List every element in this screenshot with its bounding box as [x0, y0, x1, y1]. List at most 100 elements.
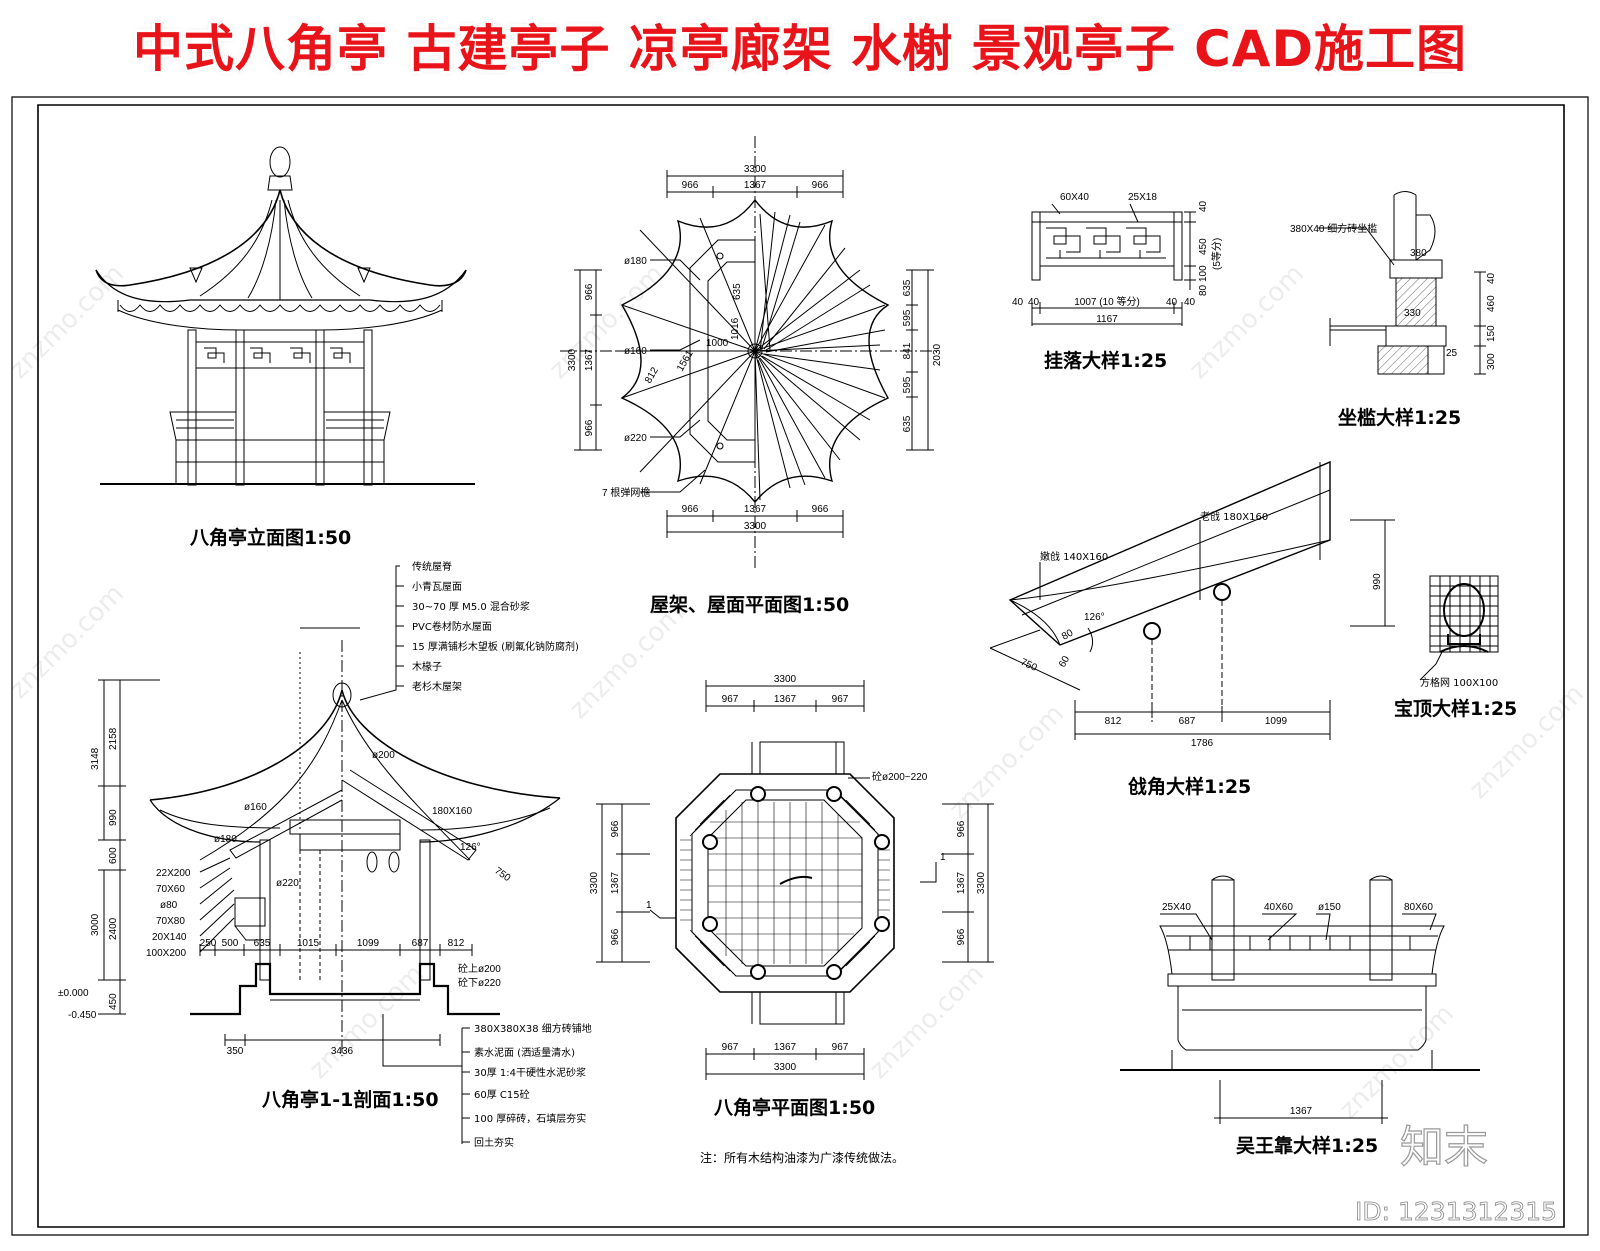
callout-text: ø160	[244, 802, 267, 813]
dim-text: 687	[1179, 716, 1196, 727]
drawing-frame	[38, 105, 1564, 1227]
dim-text: 60	[1057, 654, 1072, 670]
layer-text: PVC卷材防水屋面	[412, 620, 492, 633]
watermark-text: znzmo.com	[1334, 999, 1460, 1125]
callout-text: ø150	[1318, 902, 1341, 913]
dim-text: 300	[1486, 353, 1497, 370]
dim-text: 80	[1198, 284, 1209, 296]
member-label: 70X80	[156, 916, 185, 927]
layer-text: 传统屋脊	[412, 560, 452, 573]
dim-text: 635	[254, 938, 271, 949]
layer-text: 回土夯实	[474, 1136, 514, 1149]
watermark-text: znzmo.com	[864, 959, 990, 1085]
dim-text: 2158	[108, 727, 119, 750]
dim-text: 1367	[744, 504, 767, 515]
dim-text: 1367	[956, 871, 967, 894]
dim-text: 967	[722, 1042, 739, 1053]
watermark-group: znzmo.com znzmo.com znzmo.com znzmo.com …	[4, 259, 1590, 1125]
corner-title: 戗角大样1:25	[1128, 775, 1251, 798]
dim-text: 460	[1486, 295, 1497, 312]
dim-text: 595	[902, 376, 913, 393]
hanging-rail-drawing	[1032, 204, 1196, 326]
member-label: 20X140	[152, 932, 187, 943]
dim-text: (5等分)	[1210, 238, 1223, 270]
dim-text: 966	[812, 180, 829, 191]
section-mark: 1	[646, 900, 652, 911]
dim-text: 990	[1372, 573, 1383, 590]
dim-text: 966	[584, 419, 595, 436]
dim-text: 3300	[976, 871, 987, 894]
dim-text: 100	[1198, 265, 1209, 282]
elevation-title: 八角亭立面图1:50	[190, 526, 351, 549]
callout-text: 砼ø200~220	[872, 770, 928, 783]
callout-text: 750	[492, 865, 512, 884]
dim-text: 687	[412, 938, 429, 949]
member-label: ø80	[160, 900, 178, 911]
hanging-rail-title: 挂落大样1:25	[1044, 349, 1167, 372]
dim-text: 40	[1012, 297, 1024, 308]
dim-text: 450	[108, 993, 119, 1010]
banner-title: 中式八角亭 古建亭子 凉亭廊架 水榭 景观亭子 CAD施工图	[133, 20, 1467, 78]
corner-dims: 老戗 180X160 嫩戗 140X160 126° 80 60 750 812…	[1019, 510, 1383, 749]
dim-text: 350	[227, 1046, 244, 1057]
plan-drawing	[596, 680, 994, 1080]
dim-text: 3300	[744, 164, 767, 175]
plan-dims: 3300 967 1367 967 967 1367 967 3300 3300…	[589, 674, 987, 1073]
railing-dims: 25X40 40X60 ø150 80X60 1367	[1162, 902, 1433, 1117]
dim-text: 635	[902, 415, 913, 432]
dim-text: 1367	[1290, 1106, 1313, 1117]
roof-plan-drawing	[560, 136, 940, 570]
callout-text: 1016	[730, 317, 741, 340]
dim-text: 966	[956, 928, 967, 945]
dim-text: 600	[108, 847, 119, 864]
layer-text: 100 厚碎砖，石填层夯实	[474, 1112, 586, 1125]
callout-text: 嫩戗 140X160	[1040, 550, 1108, 563]
dim-text: 1007 (10 等分)	[1074, 295, 1140, 308]
layer-text: 30~70 厚 M5.0 混合砂浆	[412, 600, 530, 613]
watermark-text: znzmo.com	[4, 579, 130, 705]
brand-watermark: 知末	[1400, 1122, 1488, 1173]
dim-text: 812	[1105, 716, 1122, 727]
callout-text: 812	[643, 365, 661, 385]
dim-text: 966	[610, 928, 621, 945]
dim-text: 40	[1028, 297, 1040, 308]
callout-text: 砼上ø200	[458, 962, 501, 975]
layer-text: 老杉木屋架	[412, 680, 462, 693]
layer-text: 380X380X38 细方砖铺地	[474, 1022, 592, 1035]
dim-text: 330	[1404, 308, 1421, 319]
callout-text: ø180	[624, 256, 647, 267]
member-label: 70X60	[156, 884, 185, 895]
dim-text: 380	[1410, 248, 1427, 259]
dim-text: 1367	[584, 348, 595, 371]
plan-title: 八角亭平面图1:50	[714, 1096, 875, 1119]
callout-text: 380X40 细方砖坐槛	[1290, 222, 1377, 235]
dim-text: 966	[584, 283, 595, 300]
member-label: 22X200	[156, 868, 191, 879]
dim-text: 595	[902, 309, 913, 326]
dim-text: 1367	[774, 1042, 797, 1053]
dim-text: 80	[1060, 627, 1076, 642]
dim-text: 1099	[1265, 716, 1288, 727]
callout-text: 40X60	[1264, 902, 1293, 913]
finial-drawing	[1420, 576, 1498, 680]
dim-text: 150	[1486, 325, 1497, 342]
callout-text: 635	[732, 283, 743, 300]
watermark-text: znzmo.com	[944, 699, 1070, 825]
roof-plan-title: 屋架、屋面平面图1:50	[650, 594, 849, 616]
layer-text: 30厚 1:4干硬性水泥砂浆	[474, 1066, 586, 1079]
callout-text: ø180	[214, 834, 237, 845]
dim-text: 1167	[1096, 314, 1118, 325]
dim-text: 3000	[90, 913, 101, 936]
dim-text: 25X18	[1128, 192, 1157, 203]
dim-text: 126°	[1084, 612, 1105, 623]
drawing-note: 注：所有木结构油漆为广漆传统做法。	[700, 1150, 904, 1165]
dim-text: 1099	[357, 938, 380, 949]
watermark-text: znzmo.com	[564, 599, 690, 725]
finial-callout: 方格网 100X100	[1420, 676, 1498, 689]
dim-text: 250	[200, 938, 217, 949]
dim-text: 3300	[567, 348, 578, 371]
callout-text: 老戗 180X160	[1200, 510, 1268, 523]
callout-text: 25X40	[1162, 902, 1191, 913]
dim-text: 812	[448, 938, 465, 949]
dim-text: 966	[812, 504, 829, 515]
